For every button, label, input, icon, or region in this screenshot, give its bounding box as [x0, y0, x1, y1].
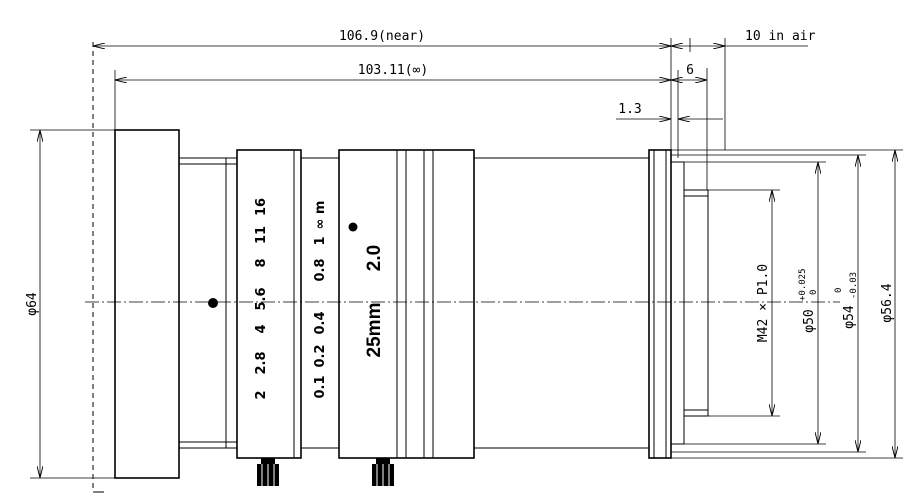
- front-cap: [114, 129, 180, 479]
- aperture-value: 8: [254, 258, 269, 267]
- dim-dia50: φ50: [802, 309, 817, 332]
- dim-overall-near: 106.9(near): [339, 29, 425, 44]
- aperture-value: 2.8: [254, 351, 269, 374]
- focus-value: 0.8: [313, 258, 328, 281]
- dim-dia50-upper: +0.025: [798, 268, 808, 301]
- focal-length-label: 25mm: [364, 303, 385, 358]
- dim-thread: M42 × P1.0: [756, 264, 771, 342]
- dim-dia54-upper: 0: [834, 288, 844, 293]
- aperture-scale: 2 2.8 4 5.6 8 11 16: [254, 198, 269, 400]
- dim-dia54: φ54: [842, 305, 857, 329]
- dim-air-gap: 10 in air: [745, 29, 816, 44]
- aperture-ring: [236, 149, 302, 459]
- aperture-value: 2: [254, 390, 269, 399]
- index-dot: [208, 298, 218, 308]
- focus-value: 0.1: [313, 375, 328, 398]
- dim-flange-depth: 6: [686, 63, 694, 78]
- dim-dia54-lower: -0.03: [849, 272, 859, 299]
- f-number-label: 2.0: [364, 245, 385, 271]
- dim-dia56: φ56.4: [880, 283, 895, 322]
- focus-value: 0.4: [313, 311, 328, 334]
- focus-lock-screw[interactable]: [372, 458, 394, 486]
- aperture-value: 5.6: [254, 287, 269, 310]
- aperture-lock-screw[interactable]: [257, 458, 279, 486]
- rear-flange: [648, 149, 672, 459]
- focus-index-dot: [348, 222, 358, 232]
- focus-value: 1: [313, 236, 328, 245]
- aperture-value: 4: [254, 324, 269, 333]
- mount-thread: [683, 189, 709, 417]
- aperture-value: 11: [254, 226, 269, 244]
- rear-barrel: [473, 157, 650, 449]
- dim-flange-offset: 1.3: [618, 102, 641, 117]
- focus-scale: 0.1 0.2 0.4 0.8 1 ∞ m: [313, 201, 328, 399]
- dim-overall-inf: 103.11(∞): [358, 63, 428, 78]
- aperture-value: 16: [254, 198, 269, 216]
- focus-value: ∞ m: [313, 201, 328, 230]
- dim-dia50-lower: 0: [809, 290, 819, 295]
- focus-value: 0.2: [313, 344, 328, 367]
- dim-front-dia: φ64: [25, 292, 40, 316]
- mount-outer: [670, 161, 685, 445]
